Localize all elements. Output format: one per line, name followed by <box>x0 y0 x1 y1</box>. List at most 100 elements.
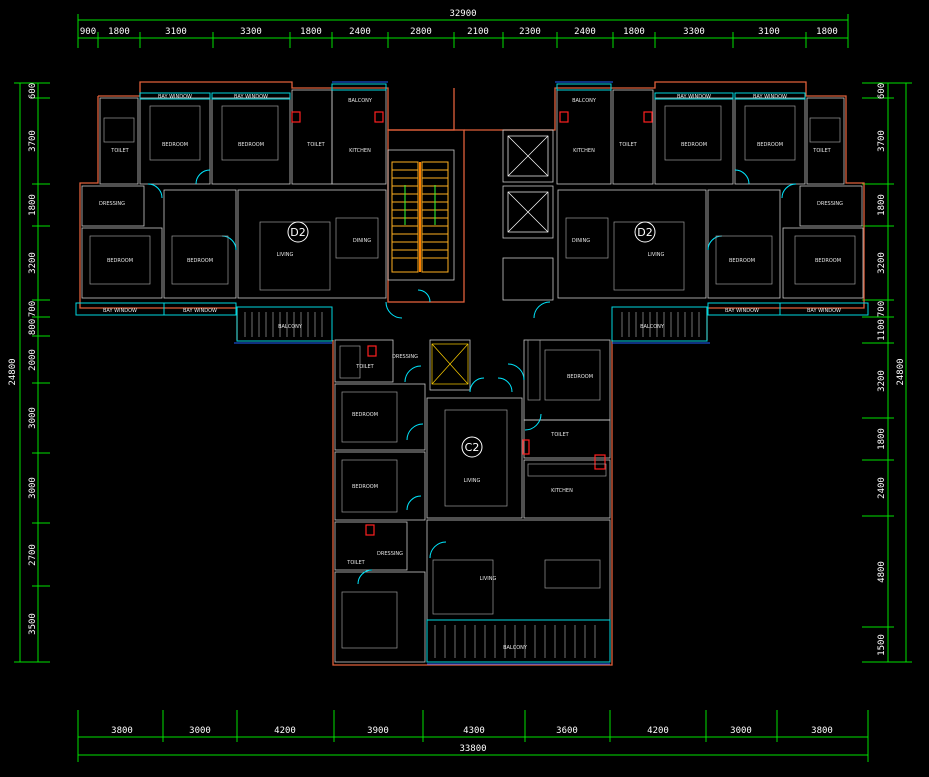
label-bedroom-5: BEDROOM <box>107 258 133 264</box>
unit-tag-left-text: D2 <box>290 226 305 239</box>
left-seg-0: 600 <box>28 83 38 99</box>
left-segment-labels: 600 3700 1800 3200 700 800 2000 3000 300… <box>28 83 38 635</box>
label-toilet-4: TOILET <box>812 148 831 154</box>
bottom-seg-0: 3800 <box>111 726 133 736</box>
balcony-railings <box>234 81 710 665</box>
right-seg-8: 2400 <box>877 477 887 499</box>
top-seg-8: 2300 <box>519 27 541 37</box>
left-seg-2: 1800 <box>28 194 38 216</box>
label-bay-window-6: BAY WINDOW <box>183 308 217 314</box>
unit-tag-center: C2 <box>461 436 483 458</box>
right-total-dimension: 24800 <box>896 358 906 385</box>
unit-tag-center-text: C2 <box>465 441 480 454</box>
bottom-seg-2: 4200 <box>274 726 296 736</box>
right-seg-10: 1500 <box>877 634 887 656</box>
top-seg-12: 3100 <box>758 27 780 37</box>
right-seg-3: 3200 <box>877 252 887 274</box>
label-bay-window-4: BAY WINDOW <box>753 94 787 100</box>
left-seg-6: 2000 <box>28 349 38 371</box>
unit-tag-left: D2 <box>287 221 309 243</box>
label-bay-window-2: BAY WINDOW <box>234 94 268 100</box>
label-living-4: LIVING <box>480 576 497 582</box>
bottom-seg-4: 4300 <box>463 726 485 736</box>
bottom-total-dimension: 33800 <box>459 744 486 754</box>
left-dimension-chain <box>14 82 50 663</box>
bottom-seg-8: 3800 <box>811 726 833 736</box>
top-dimension-chain <box>77 14 849 48</box>
balconies-and-windows <box>75 83 869 663</box>
label-bedroom-6: BEDROOM <box>187 258 213 264</box>
label-kitchen-2: KITCHEN <box>573 148 595 154</box>
columns <box>291 111 653 536</box>
label-dining-2: DINING <box>572 238 590 244</box>
top-seg-1: 1800 <box>108 27 130 37</box>
label-bedroom-7: BEDROOM <box>729 258 755 264</box>
label-bay-window-7: BAY WINDOW <box>725 308 759 314</box>
top-seg-10: 1800 <box>623 27 645 37</box>
label-living-2: LIVING <box>648 252 665 258</box>
label-dressing-4: DRESSING <box>817 201 843 207</box>
balcony-hatching <box>244 312 700 658</box>
label-toilet-6: TOILET <box>550 432 569 438</box>
top-seg-3: 3300 <box>240 27 262 37</box>
bottom-dimension-chain <box>77 710 869 762</box>
right-seg-6: 3200 <box>877 370 887 392</box>
top-seg-5: 2400 <box>349 27 371 37</box>
top-seg-7: 2100 <box>467 27 489 37</box>
right-seg-9: 4800 <box>877 561 887 583</box>
label-bay-window-5: BAY WINDOW <box>103 308 137 314</box>
label-dressing-3: DRESSING <box>99 201 125 207</box>
label-toilet-1: TOILET <box>110 148 129 154</box>
unit-tag-right-text: D2 <box>637 226 652 239</box>
bottom-seg-1: 3000 <box>189 726 211 736</box>
label-dressing-1: DRESSING <box>392 354 418 360</box>
unit-tag-right: D2 <box>634 221 656 243</box>
bottom-seg-7: 3000 <box>730 726 752 736</box>
label-bay-window-8: BAY WINDOW <box>807 308 841 314</box>
label-balcony-4: BALCONY <box>640 324 665 330</box>
label-bedroom-8: BEDROOM <box>815 258 841 264</box>
top-seg-9: 2400 <box>574 27 596 37</box>
right-seg-2: 1800 <box>877 194 887 216</box>
label-bay-window-3: BAY WINDOW <box>677 94 711 100</box>
bottom-seg-5: 3600 <box>556 726 578 736</box>
bottom-segment-labels: 3800 3000 4200 3900 4300 3600 4200 3000 … <box>111 726 833 736</box>
label-bay-window-1: BAY WINDOW <box>158 94 192 100</box>
right-segment-labels: 600 3700 1800 3200 700 1100 3200 1800 24… <box>877 83 887 656</box>
right-seg-1: 3700 <box>877 130 887 152</box>
left-seg-1: 3700 <box>28 130 38 152</box>
left-seg-3: 3200 <box>28 252 38 274</box>
top-total-dimension: 32900 <box>449 9 476 19</box>
label-bedroom-1: BEDROOM <box>162 142 188 148</box>
label-kitchen-1: KITCHEN <box>349 148 371 154</box>
top-seg-2: 3100 <box>165 27 187 37</box>
label-bedroom-3: BEDROOM <box>681 142 707 148</box>
label-bedroom-2: BEDROOM <box>238 142 264 148</box>
label-balcony-5: BALCONY <box>503 645 528 651</box>
label-toilet-7: TOILET <box>346 560 365 566</box>
right-seg-5: 1100 <box>877 319 887 341</box>
label-living-1: LIVING <box>277 252 294 258</box>
label-bedroom-10: BEDROOM <box>352 412 378 418</box>
right-seg-0: 600 <box>877 83 887 99</box>
left-total-dimension: 24800 <box>8 358 18 385</box>
top-seg-4: 1800 <box>300 27 322 37</box>
label-toilet-5: TOILET <box>355 364 374 370</box>
left-seg-5: 800 <box>28 319 38 335</box>
left-seg-8: 3000 <box>28 477 38 499</box>
furniture <box>89 105 856 649</box>
right-seg-4: 700 <box>877 301 887 317</box>
stair-arrows <box>404 185 436 225</box>
label-balcony-1: BALCONY <box>348 98 373 104</box>
room-labels: BAY WINDOW BAY WINDOW BAY WINDOW BAY WIN… <box>99 94 843 651</box>
exterior-walls <box>79 81 865 666</box>
top-seg-11: 3300 <box>683 27 705 37</box>
top-seg-13: 1800 <box>816 27 838 37</box>
elevators <box>431 135 549 385</box>
label-bedroom-9: BEDROOM <box>567 374 593 380</box>
bottom-seg-3: 3900 <box>367 726 389 736</box>
label-toilet-3: TOILET <box>618 142 637 148</box>
top-seg-6: 2800 <box>410 27 432 37</box>
label-bedroom-11: BEDROOM <box>352 484 378 490</box>
